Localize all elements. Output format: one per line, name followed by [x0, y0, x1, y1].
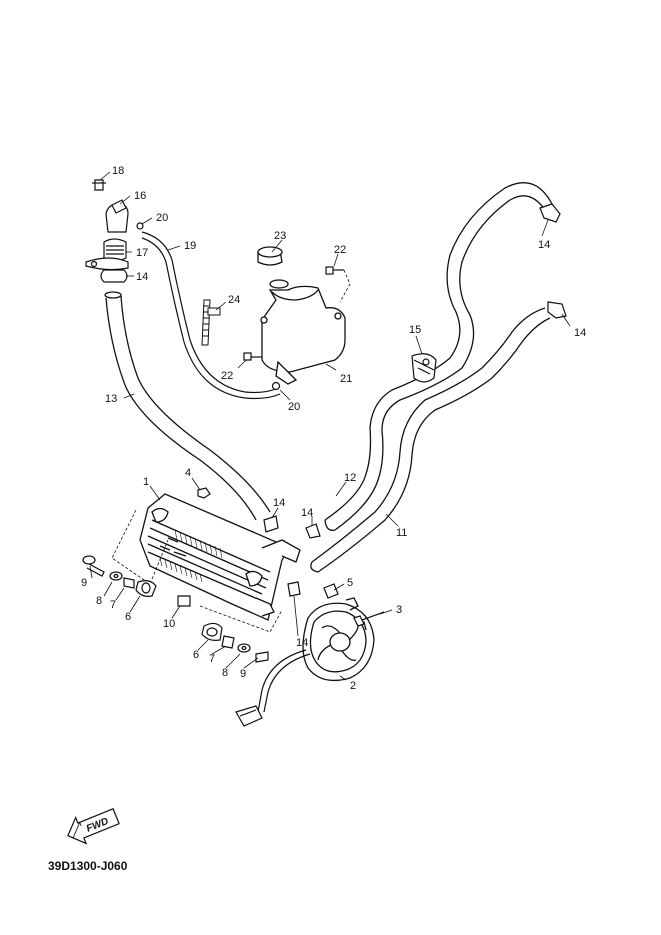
hardware-bottom: [177, 595, 269, 663]
callout-6: 6: [125, 611, 131, 623]
nut-4: [197, 487, 211, 499]
dash-22a: [339, 269, 351, 303]
callout-19: 19: [184, 240, 196, 252]
dash-box-right: [199, 605, 283, 633]
radiator-cap-assembly: [85, 179, 129, 283]
leader-lines: [89, 171, 571, 681]
band-24: [201, 299, 221, 346]
callout-6: 6: [193, 649, 199, 661]
callout-7: 7: [209, 653, 215, 665]
bolt-22b: [243, 352, 262, 361]
callout-13: 13: [105, 393, 117, 405]
callout-14: 14: [574, 327, 586, 339]
callout-9: 9: [240, 668, 246, 680]
fan-wire: [257, 649, 311, 713]
callout-12: 12: [344, 472, 356, 484]
callout-2: 2: [350, 680, 356, 692]
callout-14: 14: [136, 271, 148, 283]
fitting-5: [323, 583, 339, 599]
callout-11: 11: [396, 527, 407, 539]
callout-9: 9: [81, 577, 87, 589]
hose-clamps: [263, 203, 567, 597]
callout-21: 21: [340, 373, 352, 385]
callout-18: 18: [112, 165, 124, 177]
fan-connector: [235, 705, 263, 727]
fwd-arrow-icon: FWD: [67, 808, 120, 845]
callout-14: 14: [296, 637, 308, 649]
callout-8: 8: [96, 595, 102, 607]
clip-20a: [136, 222, 144, 230]
hose-12: [324, 182, 553, 531]
callout-15: 15: [409, 324, 421, 336]
sensor-15: [411, 353, 437, 383]
callout-16: 16: [134, 190, 146, 202]
callout-17: 17: [136, 247, 148, 259]
radiator-fins: [159, 529, 223, 583]
bolt-3: [353, 611, 385, 627]
callout-8: 8: [222, 667, 228, 679]
hose-13: [104, 291, 271, 521]
callout-1: 1: [143, 476, 149, 488]
callout-20: 20: [156, 212, 168, 224]
callouts: 18 16 20 19 17 14 23 22 24 14 15 14 13 2…: [81, 165, 586, 692]
callout-23: 23: [274, 230, 286, 242]
callout-10: 10: [163, 618, 175, 630]
callout-5: 5: [347, 577, 353, 589]
callout-7: 7: [110, 599, 116, 611]
callout-4: 4: [185, 467, 191, 479]
dash-box-left: [111, 509, 169, 585]
radiator: [139, 493, 301, 621]
callout-20: 20: [288, 401, 300, 413]
callout-3: 3: [396, 604, 402, 616]
callout-22: 22: [334, 244, 346, 256]
hose-19: [141, 231, 281, 400]
callout-22: 22: [221, 370, 233, 382]
reservoir-tank: [257, 246, 346, 385]
clip-20b: [271, 381, 281, 391]
callout-14: 14: [301, 507, 313, 519]
diagram-code: 39D1300-J060: [48, 859, 128, 873]
hardware-left: [82, 555, 157, 597]
hose-11: [310, 307, 551, 573]
cooling-fan: [302, 597, 375, 682]
callout-14: 14: [538, 239, 550, 251]
callout-14: 14: [273, 497, 285, 509]
callout-24: 24: [228, 294, 240, 306]
bolt-22a: [325, 266, 344, 275]
